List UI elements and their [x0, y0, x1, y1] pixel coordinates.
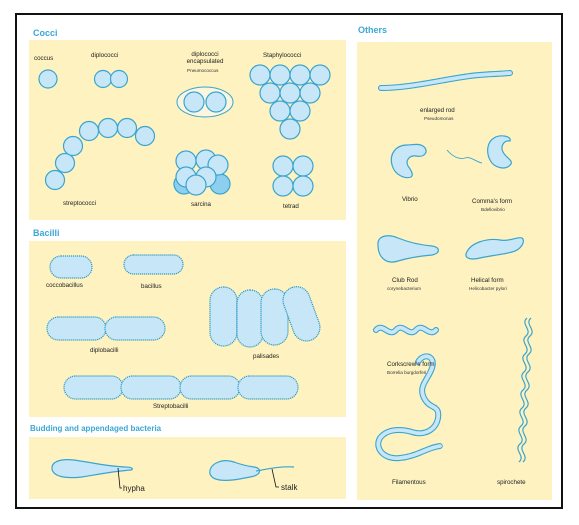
hypha-bacterium-shape	[52, 460, 132, 488]
staphylococci-shape	[250, 65, 330, 139]
club-rod-shape	[378, 236, 438, 262]
spirochete-label: spirochete	[497, 479, 526, 486]
streptococci-shape	[46, 119, 155, 190]
bacillus-label: bacillus	[141, 283, 162, 290]
diplococci-label: diplococci	[91, 52, 118, 59]
diplobacilli-shape	[47, 317, 165, 340]
bacillus-shape	[124, 255, 183, 274]
streptococci-label: streptococci	[63, 200, 96, 207]
coccus-shape	[39, 70, 57, 88]
corkscrew-label: Corkscrew's form	[387, 361, 435, 368]
diplococci-encapsulated-label: diplococci encapsulated	[182, 51, 228, 65]
vibrio-shape	[391, 144, 426, 177]
commas-form-shape	[447, 136, 511, 168]
palisades-label: palisades	[253, 353, 279, 360]
diplobacilli-label: diplobacilli	[90, 347, 119, 354]
helical-form-label: Helical form	[471, 277, 504, 284]
helical-form-sublabel: Helicobacter pylori	[469, 286, 507, 291]
corkscrew-shape	[376, 328, 436, 333]
diplococci-shape	[95, 71, 128, 88]
streptobacilli-shape	[64, 376, 298, 399]
enlarged-rod-shape	[381, 73, 510, 88]
palisades-shape	[210, 283, 324, 347]
commas-form-label: Comma's form	[472, 198, 512, 205]
spirochete-shape	[518, 318, 532, 462]
staphylococci-label: Staphylococci	[263, 52, 301, 59]
commas-form-sublabel: Bdellovibrio	[481, 207, 505, 212]
coccus-label: coccus	[34, 55, 53, 62]
enlarged-rod-label: enlarged rod	[420, 107, 455, 114]
corkscrew-sublabel: Borrelia burgdorferi	[387, 370, 426, 375]
tetrad-label: tetrad	[283, 203, 299, 210]
enlarged-rod-sublabel: Pseudomonas	[424, 116, 453, 121]
sarcina-label: sarcina	[191, 201, 211, 208]
tetrad-shape	[273, 156, 313, 196]
helical-form-shape	[466, 238, 523, 259]
hypha-label: hypha	[123, 484, 145, 493]
filamentous-label: Filamentous	[392, 479, 426, 486]
diplococci-encapsulated-sublabel: Pneumococcus	[187, 68, 218, 73]
sarcina-shape	[174, 150, 230, 195]
stalk-label: stalk	[281, 483, 297, 492]
vibrio-label: Vibrio	[402, 196, 418, 203]
streptobacilli-label: Streptobacilli	[153, 403, 188, 410]
club-rod-label: Club Rod	[392, 277, 418, 284]
diplococci-encapsulated-shape	[177, 87, 233, 117]
coccobacillus-label: coccobacillus	[46, 282, 83, 289]
coccobacillus-shape	[50, 256, 92, 278]
club-rod-sublabel: corynebacterium	[387, 286, 421, 291]
